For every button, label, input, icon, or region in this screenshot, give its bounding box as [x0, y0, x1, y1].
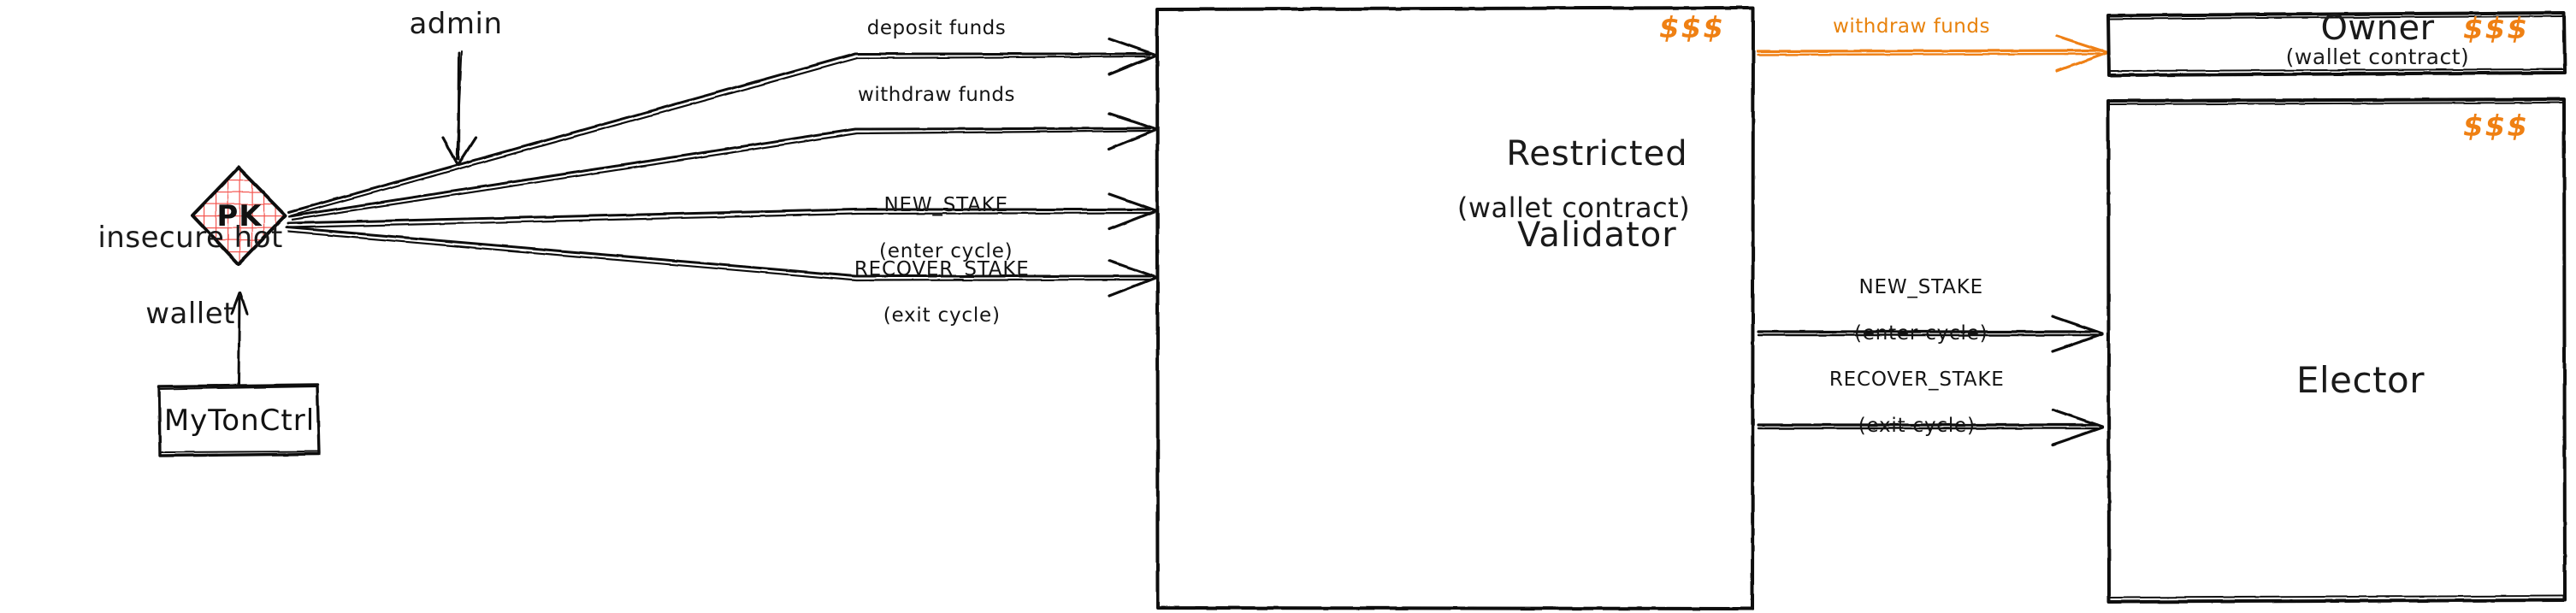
- edge-label-recover-stake-elector-line1: RECOVER_STAKE: [1829, 368, 2005, 392]
- annotation-insecure-hot-wallet-line1: insecure hot: [97, 221, 283, 256]
- edge-deposit-funds: [287, 37, 1157, 217]
- node-owner-box: [2106, 11, 2567, 77]
- node-restricted-validator-money: $$$: [1659, 11, 1725, 45]
- edge-label-recover-stake-validator-line1: RECOVER_STAKE: [854, 258, 1030, 281]
- node-restricted-validator-box: [1155, 6, 1755, 610]
- edge-label-deposit-funds: deposit funds: [866, 17, 1007, 39]
- node-mytonctrl-label: MyTonCtrl: [163, 404, 316, 438]
- node-owner-subtitle: (wallet contract): [2285, 44, 2470, 69]
- node-elector-box: [2106, 97, 2567, 604]
- node-restricted-validator-title-line1: Restricted: [1506, 134, 1688, 174]
- edge-label-recover-stake-validator: RECOVER_STAKE (exit cycle): [795, 235, 1061, 351]
- edge-admin-to-pk: [441, 50, 477, 166]
- node-elector-title: Elector: [2295, 359, 2425, 401]
- edge-label-new-stake-elector: NEW_STAKE (enter cycle): [1783, 253, 2031, 369]
- edge-label-new-stake-elector-line2: (enter cycle): [1854, 322, 1988, 345]
- edge-recover-stake-to-validator: [285, 226, 1157, 298]
- annotation-insecure-hot-wallet: insecure hot wallet: [0, 181, 342, 370]
- node-restricted-validator-title: Restricted Validator: [1334, 94, 1813, 296]
- node-pk-label: PK: [216, 199, 263, 233]
- annotation-insecure-hot-wallet-line2: wallet: [145, 296, 236, 331]
- node-owner-money: $$$: [2463, 12, 2529, 46]
- node-restricted-validator-title-line2: Validator: [1517, 215, 1677, 255]
- node-elector-money: $$$: [2463, 109, 2529, 144]
- edge-label-recover-stake-elector-line2: (exit cycle): [1858, 415, 1976, 438]
- edge-label-recover-stake-validator-line2: (exit cycle): [883, 304, 1001, 327]
- edge-recover-stake-to-elector: [1757, 408, 2104, 446]
- edge-label-withdraw-funds-owner: withdraw funds: [1833, 15, 1990, 38]
- edge-label-withdraw-funds-validator: withdraw funds: [858, 84, 1015, 106]
- edge-new-stake-to-elector: [1757, 315, 2104, 353]
- edge-label-new-stake-validator-line1: NEW_STAKE: [883, 194, 1008, 217]
- edge-label-new-stake-validator: NEW_STAKE (enter cycle): [804, 171, 1061, 287]
- edge-withdraw-funds-to-validator: [288, 112, 1157, 221]
- edge-new-stake-to-validator: [287, 192, 1157, 231]
- node-owner-title: Owner: [2320, 9, 2435, 48]
- edge-mytonctrl-to-pk: [230, 292, 249, 386]
- node-mytonctrl-box: [157, 383, 321, 457]
- edge-label-admin: admin: [409, 7, 503, 41]
- edge-label-new-stake-validator-line2: (enter cycle): [879, 240, 1013, 263]
- node-pk-diamond: [191, 166, 287, 266]
- edge-label-new-stake-elector-line1: NEW_STAKE: [1858, 276, 1983, 299]
- edge-withdraw-funds-to-owner: [1756, 34, 2108, 73]
- node-restricted-validator-subtitle: (wallet contract): [1456, 192, 1691, 224]
- edge-label-recover-stake-elector: RECOVER_STAKE (exit cycle): [1770, 345, 2035, 462]
